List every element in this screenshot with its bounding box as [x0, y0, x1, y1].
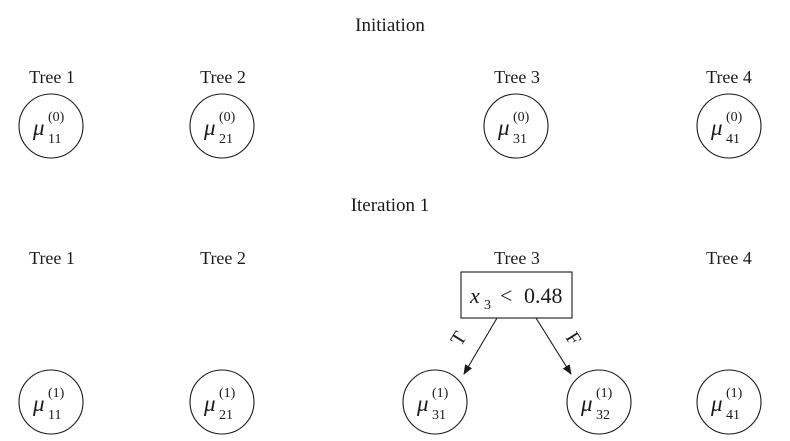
edge-true: [463, 317, 498, 375]
svg-text:11: 11: [48, 132, 61, 147]
svg-text:(1): (1): [48, 386, 65, 401]
tree-label-initiation-4: Tree 4: [706, 67, 752, 87]
leaf-node-mu-31-0: μ (0) 31: [483, 93, 549, 159]
tree-label-iteration-4: Tree 4: [706, 248, 752, 268]
svg-text:(0): (0): [726, 110, 743, 125]
svg-text:31: 31: [432, 408, 446, 423]
svg-text:(1): (1): [596, 386, 613, 401]
edge-label-false: F: [561, 328, 586, 349]
svg-text:μ: μ: [710, 391, 723, 416]
svg-text:(1): (1): [726, 386, 743, 401]
svg-text:(0): (0): [219, 110, 236, 125]
svg-text:41: 41: [726, 132, 740, 147]
svg-text:(0): (0): [513, 110, 530, 125]
leaf-node-mu-41-1: μ (1) 41: [696, 369, 762, 435]
tree-label-initiation-3: Tree 3: [494, 67, 540, 87]
tree-label-initiation-2: Tree 2: [200, 67, 246, 87]
svg-text:11: 11: [48, 408, 61, 423]
svg-text:(0): (0): [48, 110, 65, 125]
leaf-node-mu-31-1: μ (1) 31: [402, 369, 468, 435]
svg-text:x: x: [469, 283, 480, 308]
svg-text:μ: μ: [203, 115, 216, 140]
svg-text:μ: μ: [416, 391, 429, 416]
svg-text:(1): (1): [219, 386, 236, 401]
svg-text:μ: μ: [580, 391, 593, 416]
svg-text:32: 32: [596, 408, 610, 423]
tree-label-iteration-3: Tree 3: [494, 248, 540, 268]
svg-text:μ: μ: [497, 115, 510, 140]
svg-text:0.48: 0.48: [524, 283, 563, 308]
svg-text:μ: μ: [32, 115, 45, 140]
section-title-iteration-1: Iteration 1: [351, 195, 430, 216]
svg-text:μ: μ: [32, 391, 45, 416]
leaf-node-mu-11-0: μ (0) 11: [18, 93, 84, 159]
split-node: x 3 < 0.48: [460, 271, 573, 319]
section-title-initiation: Initiation: [355, 15, 425, 36]
tree-label-iteration-2: Tree 2: [200, 248, 246, 268]
svg-text:31: 31: [513, 132, 527, 147]
svg-text:<: <: [500, 283, 512, 308]
edge-label-true: T: [446, 328, 471, 350]
svg-text:(1): (1): [432, 386, 449, 401]
svg-text:3: 3: [484, 298, 491, 313]
svg-text:μ: μ: [203, 391, 216, 416]
edge-false: [535, 317, 572, 375]
leaf-node-mu-41-0: μ (0) 41: [696, 93, 762, 159]
svg-text:21: 21: [219, 132, 233, 147]
tree-label-iteration-1: Tree 1: [29, 248, 75, 268]
svg-text:21: 21: [219, 408, 233, 423]
svg-text:41: 41: [726, 408, 740, 423]
leaf-node-mu-32-1: μ (1) 32: [566, 369, 632, 435]
svg-text:μ: μ: [710, 115, 723, 140]
leaf-node-mu-11-1: μ (1) 11: [18, 369, 84, 435]
tree-label-initiation-1: Tree 1: [29, 67, 75, 87]
leaf-node-mu-21-1: μ (1) 21: [189, 369, 255, 435]
leaf-node-mu-21-0: μ (0) 21: [189, 93, 255, 159]
